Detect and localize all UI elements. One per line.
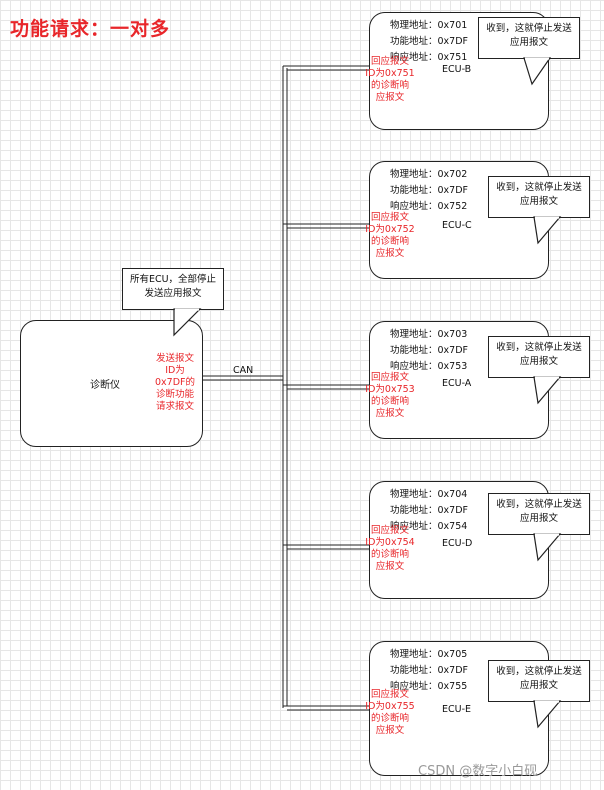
ecu-physical-address: 物理地址：0x703 (390, 329, 468, 340)
text-line: 的诊断响 (370, 236, 409, 247)
text-line: 收到，这就停止发送 (496, 666, 582, 677)
text-line: 所有ECU，全部停止 (129, 274, 217, 285)
text-line: 回应报文 (370, 372, 409, 383)
tester-callout-tail (173, 308, 202, 337)
page-title: 功能请求：一对多 (10, 18, 171, 40)
text-line: 回应报文 (370, 56, 409, 67)
ecu-a-callout-tail (533, 376, 562, 405)
can-bus-label: CAN (233, 365, 254, 376)
ecu-response-address: 响应地址：0x751 (390, 52, 468, 63)
ecu-functional-address: 功能地址：0x7DF (390, 345, 468, 356)
ecu-name: ECU-A (442, 378, 472, 389)
text-line: 回应报文 (370, 212, 409, 223)
ecu-functional-address: 功能地址：0x7DF (390, 665, 468, 676)
text-line: 回应报文 (370, 525, 409, 536)
text-line: 应报文 (375, 248, 405, 259)
tester-label: 诊断仪 (90, 380, 120, 391)
text-line: 应报文 (375, 561, 405, 572)
ecu-c-callout: 收到，这就停止发送应用报文 (488, 176, 590, 218)
ecu-d-callout-tail (533, 533, 562, 562)
text-line: 收到，这就停止发送 (486, 23, 572, 34)
text-line: 的诊断响 (370, 549, 409, 560)
tester-request-text: 发送报文 ID为 0x7DF的 诊断功能 请求报文 (146, 353, 204, 413)
text-line: 应报文 (375, 92, 405, 103)
text-line: 发送报文 (155, 353, 194, 364)
ecu-physical-address: 物理地址：0x702 (390, 169, 468, 180)
text-line: ID为0x752 (365, 224, 415, 235)
text-line: 诊断功能 (155, 389, 194, 400)
ecu-e-callout-tail (533, 700, 562, 729)
diagnostic-tester-box: 诊断仪 发送报文 ID为 0x7DF的 诊断功能 请求报文 (20, 320, 203, 447)
ecu-response-address: 响应地址：0x755 (390, 681, 468, 692)
ecu-functional-address: 功能地址：0x7DF (390, 36, 468, 47)
ecu-c-callout-tail (533, 216, 562, 245)
text-line: 应报文 (375, 408, 405, 419)
text-line: 收到，这就停止发送 (496, 342, 582, 353)
ecu-response-address: 响应地址：0x753 (390, 361, 468, 372)
ecu-a-callout: 收到，这就停止发送应用报文 (488, 336, 590, 378)
text-line: 收到，这就停止发送 (496, 182, 582, 193)
ecu-physical-address: 物理地址：0x704 (390, 489, 468, 500)
text-line: 应用报文 (519, 680, 558, 691)
text-line: 应报文 (375, 725, 405, 736)
ecu-name: ECU-E (442, 704, 472, 715)
ecu-functional-address: 功能地址：0x7DF (390, 505, 468, 516)
text-line: 应用报文 (519, 356, 558, 367)
text-line: 回应报文 (370, 689, 409, 700)
ecu-name: ECU-D (442, 538, 473, 549)
ecu-e-callout: 收到，这就停止发送应用报文 (488, 660, 590, 702)
ecu-response-address: 响应地址：0x752 (390, 201, 468, 212)
ecu-functional-address: 功能地址：0x7DF (390, 185, 468, 196)
text-line: ID为0x754 (365, 537, 415, 548)
ecu-b-callout: 收到，这就停止发送应用报文 (478, 17, 580, 59)
text-line: 0x7DF的 (155, 377, 195, 388)
text-line: 发送应用报文 (144, 288, 202, 299)
text-line: 的诊断响 (370, 713, 409, 724)
ecu-response-address: 响应地址：0x754 (390, 521, 468, 532)
text-line: 应用报文 (519, 513, 558, 524)
text-line: 应用报文 (509, 37, 548, 48)
text-line: ID为0x751 (365, 68, 415, 79)
ecu-d-callout: 收到，这就停止发送应用报文 (488, 493, 590, 535)
text-line: 的诊断响 (370, 80, 409, 91)
ecu-name: ECU-B (442, 64, 472, 75)
text-line: 请求报文 (155, 401, 194, 412)
text-line: ID为0x753 (365, 384, 415, 395)
text-line: 应用报文 (519, 196, 558, 207)
ecu-physical-address: 物理地址：0x705 (390, 649, 468, 660)
text-line: 收到，这就停止发送 (496, 499, 582, 510)
tester-callout: 所有ECU，全部停止 发送应用报文 (122, 268, 224, 310)
ecu-b-callout-tail (523, 57, 552, 86)
text-line: 的诊断响 (370, 396, 409, 407)
watermark: CSDN @数字小白砚 (418, 764, 538, 779)
ecu-physical-address: 物理地址：0x701 (390, 20, 468, 31)
ecu-name: ECU-C (442, 220, 472, 231)
text-line: ID为0x755 (365, 701, 415, 712)
text-line: ID为 (165, 365, 185, 376)
